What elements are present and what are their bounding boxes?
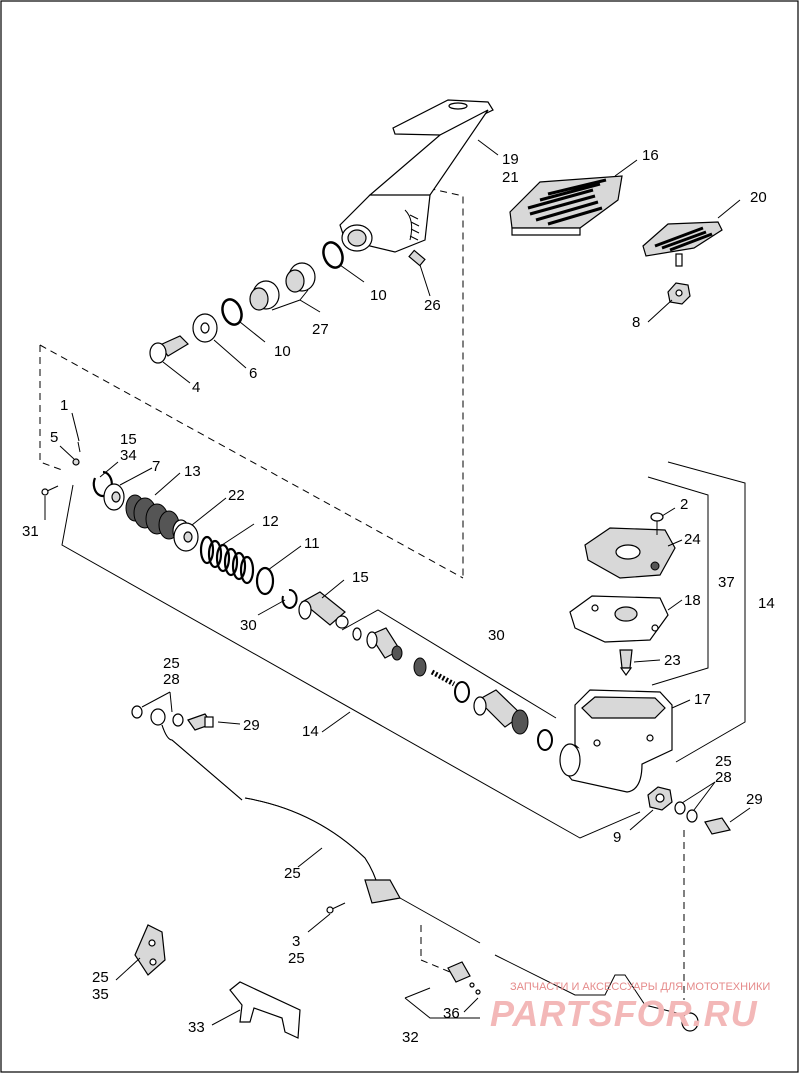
callout-19: 19 — [502, 151, 519, 168]
callout-12: 12 — [262, 513, 279, 530]
bracket-35 — [134, 924, 166, 976]
callout-35: 35 — [92, 986, 109, 1003]
callout-18: 18 — [684, 592, 701, 609]
callout-25-e: 25 — [92, 969, 109, 986]
callout-14-b: 14 — [302, 723, 319, 740]
bracket-14-right — [667, 461, 746, 763]
pin-1 — [77, 441, 81, 453]
callout-10-a: 10 — [274, 343, 291, 360]
nut-9 — [647, 786, 673, 811]
callout-14-a: 14 — [758, 595, 775, 612]
washer-22 — [173, 522, 199, 552]
leader-lines — [44, 139, 751, 1026]
screw-2 — [650, 512, 664, 535]
washer-25-right — [674, 801, 686, 815]
callout-30-a: 30 — [240, 617, 257, 634]
dashed-guide-diagonal — [39, 344, 464, 579]
pedal-pad — [509, 175, 623, 236]
bracket-14-lower — [61, 484, 641, 839]
callout-34: 34 — [120, 447, 137, 464]
callout-3: 3 — [292, 933, 300, 950]
fitting-26 — [408, 249, 426, 267]
callout-2: 2 — [680, 496, 688, 513]
callout-4: 4 — [192, 379, 200, 396]
washer-6 — [192, 313, 218, 343]
dashed-guide-left — [39, 345, 63, 471]
watermark-brand: PARTSFOR.RU — [490, 993, 758, 1034]
washer-28-right — [686, 809, 698, 823]
callout-29-a: 29 — [243, 717, 260, 734]
callout-29-b: 29 — [746, 791, 763, 808]
hose-25 — [131, 705, 699, 1032]
ring-11 — [255, 566, 275, 596]
bushings-27 — [249, 262, 316, 311]
o-ring-10-lower — [221, 298, 243, 326]
snap-ring-30 — [281, 588, 298, 609]
pushrod-15 — [298, 591, 349, 629]
washer-7 — [103, 483, 125, 511]
reservoir-cover-24 — [584, 527, 676, 579]
callout-25-d: 25 — [288, 950, 305, 967]
dashed-guide-pedal — [404, 182, 464, 578]
callout-22: 22 — [228, 487, 245, 504]
screw-31 — [41, 485, 59, 496]
callout-26: 26 — [424, 297, 441, 314]
callout-13: 13 — [184, 463, 201, 480]
o-ring-10-upper — [322, 241, 344, 269]
diaphragm-18 — [569, 595, 669, 643]
bracket-37 — [647, 476, 709, 686]
callout-16: 16 — [642, 147, 659, 164]
callout-17: 17 — [694, 691, 711, 708]
callout-30-b: 30 — [488, 627, 505, 644]
brake-pedal — [339, 99, 494, 253]
callout-25-b: 25 — [715, 753, 732, 770]
piston-assembly-30 — [352, 627, 553, 751]
callout-20: 20 — [750, 189, 767, 206]
callout-10-b: 10 — [370, 287, 387, 304]
nut-5 — [72, 458, 80, 466]
pedal-pad-small — [642, 221, 723, 267]
callout-23: 23 — [664, 652, 681, 669]
fitting-23 — [619, 649, 633, 677]
callout-21: 21 — [502, 169, 519, 186]
callout-25-c: 25 — [284, 865, 301, 882]
callout-37: 37 — [718, 574, 735, 591]
callout-7: 7 — [152, 458, 160, 475]
callout-28-a: 28 — [163, 671, 180, 688]
master-cylinder-17 — [559, 689, 673, 793]
callout-32: 32 — [402, 1029, 419, 1046]
callout-5: 5 — [50, 429, 58, 446]
banjo-bolt-29-right — [704, 817, 731, 835]
callout-9: 9 — [613, 829, 621, 846]
callout-33: 33 — [188, 1019, 205, 1036]
callout-31: 31 — [22, 523, 39, 540]
callout-36: 36 — [443, 1005, 460, 1022]
watermark-tagline: ЗАПЧАСТИ И АКСЕССУАРЫ ДЛЯ МОТОТЕХНИКИ — [510, 981, 770, 993]
callout-1: 1 — [60, 397, 68, 414]
spring-12 — [199, 535, 255, 585]
callout-28-b: 28 — [715, 769, 732, 786]
bolt-4 — [149, 335, 189, 364]
callout-11: 11 — [304, 535, 320, 552]
callout-6: 6 — [249, 365, 257, 382]
dashed-guide-clevis-2 — [420, 959, 451, 973]
screw-3 — [326, 902, 346, 914]
callout-25-a: 25 — [163, 655, 180, 672]
bracket-30 — [341, 609, 557, 719]
callout-24: 24 — [684, 531, 701, 548]
banjo-bolt-29-left — [187, 713, 214, 731]
bracket-plate-33 — [229, 981, 301, 1039]
callout-8: 8 — [632, 314, 640, 331]
brake-switch-36 — [447, 961, 481, 995]
callout-15-b: 15 — [352, 569, 369, 586]
callout-27: 27 — [312, 321, 329, 338]
callout-15-a: 15 — [120, 431, 137, 448]
